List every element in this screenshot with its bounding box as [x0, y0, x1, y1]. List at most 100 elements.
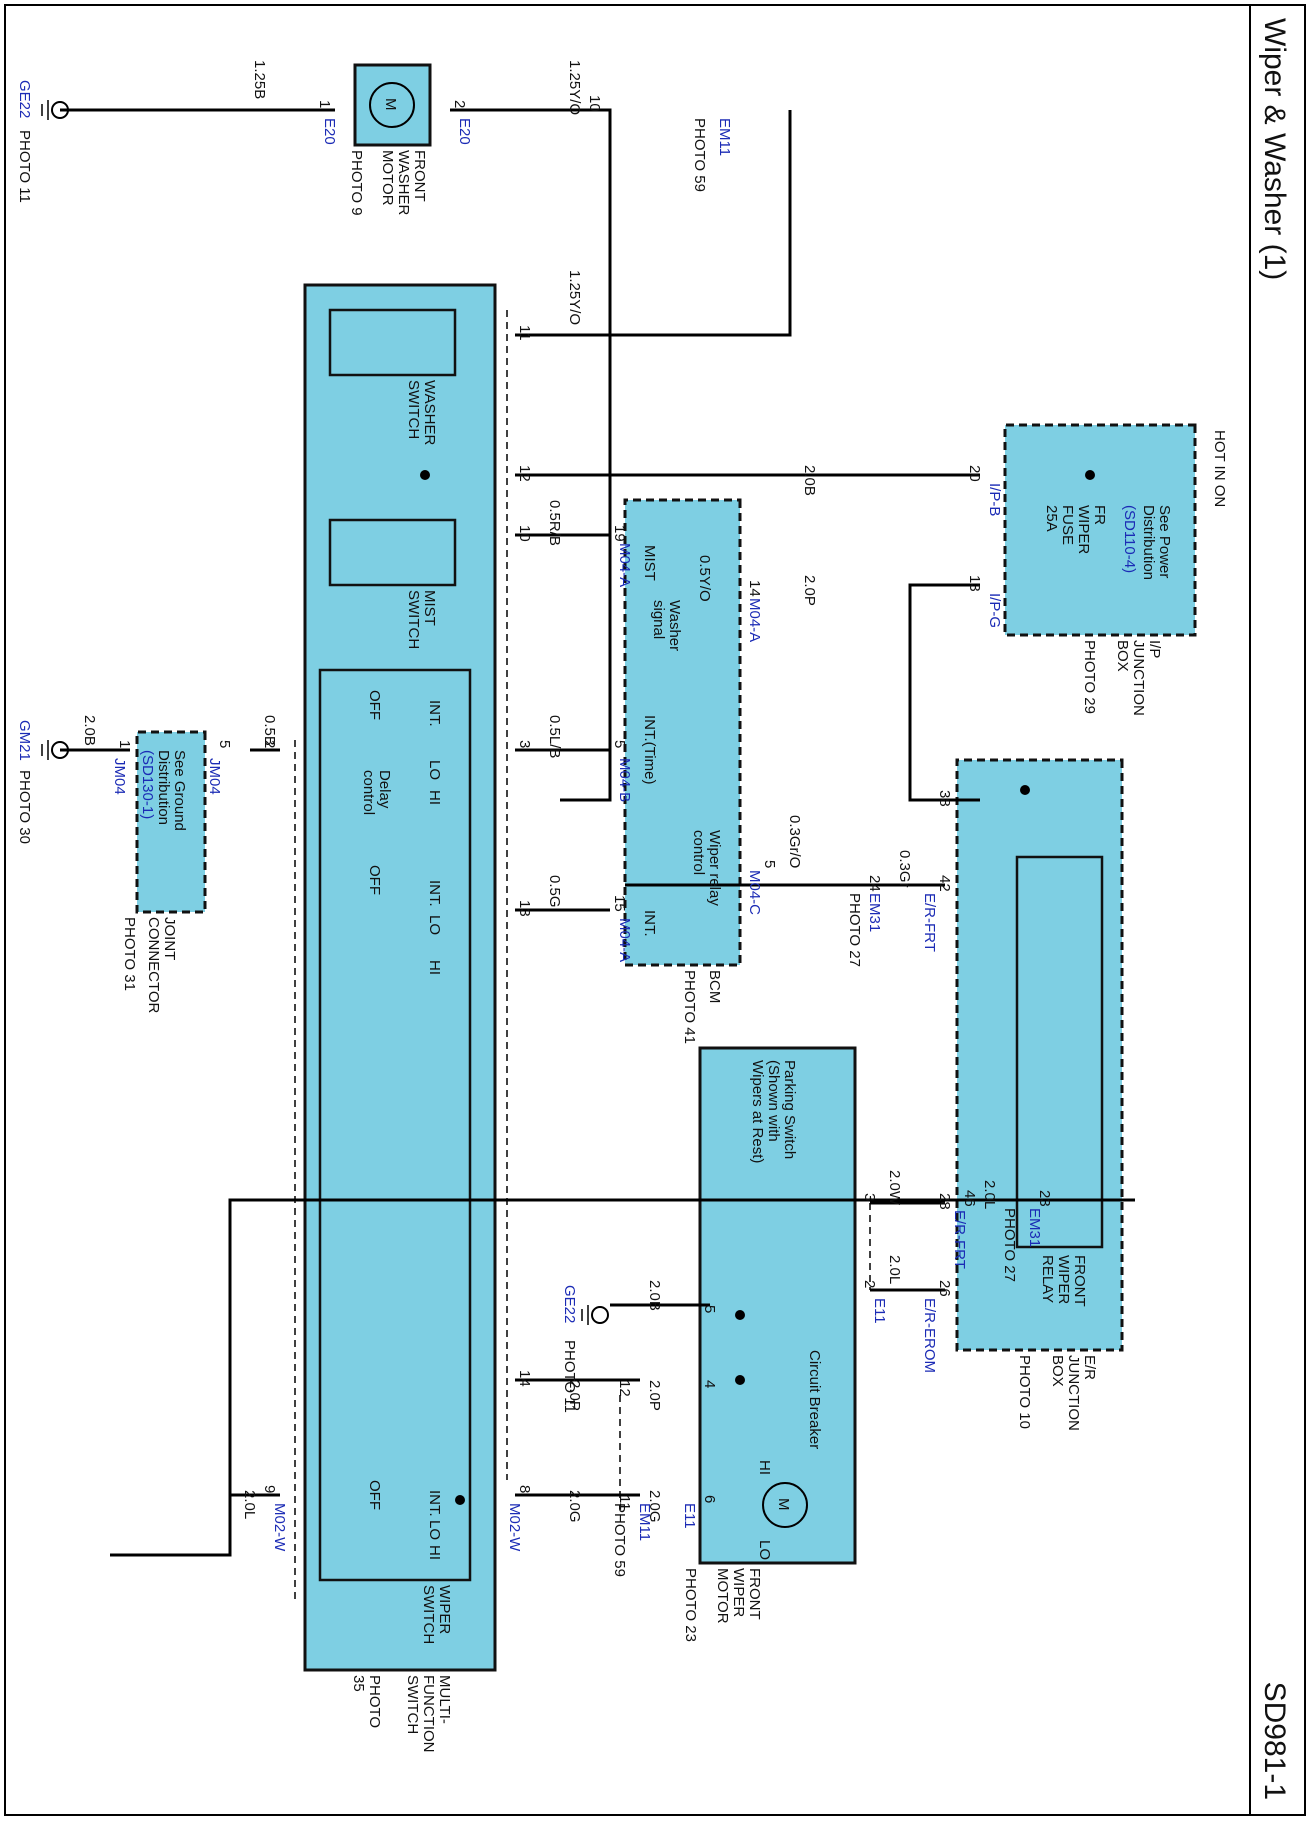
pin-5d: 5 [701, 1305, 718, 1313]
bcm-relay-line1: Wiper relay [706, 830, 723, 906]
pin-10b: 10 [516, 525, 533, 542]
pin-11b: 11 [616, 1495, 633, 1511]
conn-m04a-1: M04-A [616, 543, 633, 587]
conn-e20-a: E20 [321, 118, 338, 145]
power-ref-label: (SD110-4) [1121, 505, 1138, 573]
page-code: SD981-1 [1258, 1682, 1291, 1800]
wire-125yo-b: 1.25Y/O [566, 270, 583, 325]
sw3-lo: LO [426, 1520, 443, 1540]
washer-motor-line1: FRONT [411, 150, 428, 201]
joint-photo: PHOTO 31 [121, 917, 138, 991]
sw3-off: OFF [366, 1480, 383, 1510]
conn-ipg: I/P-G [986, 593, 1003, 628]
bcm-block [623, 498, 742, 967]
mfs-photo-line1: PHOTO [366, 1675, 383, 1728]
wire-20b-a: 2.0B [801, 465, 818, 496]
pin-14: 14 [516, 1370, 533, 1387]
washer-motor-line3: MOTOR [379, 150, 396, 206]
pin-46: 46 [961, 1190, 978, 1207]
delay-control-label: Delay control [360, 770, 393, 815]
pin-5b: 5 [761, 860, 778, 868]
wire-05b: 0.5B [261, 715, 278, 746]
wire-20p-c: 2.0P [566, 1380, 583, 1411]
joint-line2: CONNECTOR [145, 917, 162, 1014]
sw1-lo: LO [426, 760, 443, 780]
power-see-label: See Power Distribution [1140, 505, 1173, 583]
bcm-washer-signal: Washer signal [650, 600, 683, 655]
conn-erfrt-b: E/R-FRT [951, 1210, 968, 1269]
conn-m02w-a: M02-W [506, 1503, 523, 1552]
ground-ge22-top-symbol [41, 100, 69, 120]
wire-05rb: 0.5R/B [546, 500, 563, 546]
parking-line1: Parking Switch [781, 1060, 798, 1159]
mist-switch-line2: SWITCH [405, 590, 422, 649]
pin-2c: 2 [861, 1280, 878, 1288]
wire-125yo-a: 1.25Y/O [566, 60, 583, 115]
ground-ge22-mid-symbol [581, 1305, 609, 1325]
relay-line2: WIPER [1055, 1255, 1072, 1304]
mist-switch-box [328, 518, 457, 587]
washer-switch-box [328, 308, 457, 377]
gm21-id: GM21 [16, 720, 33, 761]
pin-6: 6 [701, 1495, 718, 1503]
fuse-line4: 25A [1043, 505, 1060, 532]
sw1-hi: HI [426, 790, 443, 805]
sw2-off: OFF [366, 865, 383, 895]
wire-20l-b: 2.0L [981, 1180, 998, 1209]
pin-3b: 3 [861, 1193, 878, 1201]
delay-line1: Delay [376, 770, 393, 809]
pin-19: 19 [611, 525, 628, 542]
parking-line2: (Shown with [765, 1060, 782, 1142]
pin-11: 11 [516, 325, 533, 341]
washer-motor-m: M [382, 98, 399, 111]
wire-20w: 2.0W [886, 1170, 903, 1206]
ip-box-label: I/P JUNCTION BOX [1114, 640, 1163, 720]
wiper-motor-photo: PHOTO 23 [682, 1568, 699, 1642]
wire-03gro: 0.3Gr/O [786, 815, 803, 868]
wiper-motor-label: FRONT WIPER MOTOR [714, 1568, 763, 1624]
pin-5c: 5 [216, 740, 233, 748]
pin-13: 13 [516, 900, 533, 917]
wire-20p-b: 2.0P [646, 1380, 663, 1411]
pin-8: 8 [516, 1485, 533, 1493]
pin-3: 3 [516, 740, 533, 748]
circuit-breaker-label: Circuit Breaker [806, 1350, 823, 1449]
power-see-line1: See Power [1156, 505, 1173, 578]
sw1-int: INT. [426, 700, 443, 727]
ip-box-line3: BOX [1114, 640, 1131, 672]
ge22-top-id: GE22 [16, 80, 33, 118]
bcm-relay-line2: control [690, 830, 707, 875]
sw2-lo: LO [426, 915, 443, 935]
conn-m04a-3: M04-A [616, 918, 633, 962]
washer-switch-line2: SWITCH [405, 380, 422, 439]
joint-label: JOINT CONNECTOR [145, 917, 178, 1014]
ground-ref-label: (SD130-1) [139, 750, 156, 819]
washer-motor-label: FRONT WASHER MOTOR [379, 150, 428, 219]
ground-see-line2: Distribution [155, 750, 172, 825]
wiper-motor-line1: FRONT [746, 1568, 763, 1619]
wiper-motor-m: M [775, 1498, 792, 1511]
pin-10: 10 [586, 95, 603, 112]
conn-m04b: M04-B [616, 758, 633, 802]
wiper-motor-symbol [762, 1482, 808, 1528]
bcm-name: BCM [706, 970, 723, 1003]
wire-20b-b: 2.0B [81, 715, 98, 746]
parking-switch-label: Parking Switch (Shown with Wipers at Res… [749, 1060, 798, 1163]
mfs-line2: FUNCTION [420, 1675, 437, 1753]
wire-20g-a: 2.0G [646, 1490, 663, 1523]
mfs-line3: SWITCH [404, 1675, 421, 1734]
relay-line1: FRONT [1071, 1255, 1088, 1306]
ip-box-line1: I/P [1146, 640, 1163, 658]
ge22-mid-id: GE22 [561, 1285, 578, 1323]
er-box-line1: E/R [1081, 1355, 1098, 1380]
gm21-photo: PHOTO 30 [16, 770, 33, 844]
bcm-washer-line1: Washer [666, 600, 683, 651]
motor-lo: LO [756, 1540, 773, 1560]
ip-box-line2: JUNCTION [1130, 640, 1147, 716]
wire-20l-c: 2.0L [241, 1490, 258, 1519]
wire-125b: 1.25B [251, 60, 268, 99]
multi-function-switch [303, 283, 497, 1672]
pin-15: 15 [611, 895, 628, 912]
power-see-line2: Distribution [1140, 505, 1157, 580]
